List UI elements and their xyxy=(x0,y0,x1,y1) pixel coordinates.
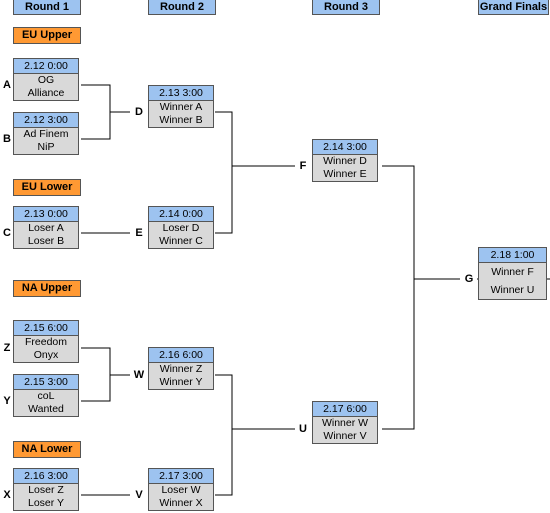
match-time: 2.13 3:00 xyxy=(149,86,213,101)
match-team-1: Winner W xyxy=(321,417,369,429)
match-team-2: Winner E xyxy=(323,168,367,180)
match-team-1: Freedom xyxy=(24,336,67,348)
node-z: Z xyxy=(3,342,11,354)
match-b: 2.12 3:00 Ad Finem NiP xyxy=(13,112,79,155)
match-v: 2.17 3:00 Loser W Winner X xyxy=(148,468,214,511)
match-team-2: Wanted xyxy=(28,403,64,415)
match-u: 2.17 6:00 Winner W Winner V xyxy=(312,401,378,444)
section-eu-upper: EU Upper xyxy=(13,27,81,44)
match-team-2: Winner U xyxy=(490,284,535,296)
match-d: 2.13 3:00 Winner A Winner B xyxy=(148,85,214,128)
match-e: 2.14 0:00 Loser D Winner C xyxy=(148,206,214,249)
node-y: Y xyxy=(3,395,11,407)
node-e: E xyxy=(135,227,143,239)
match-team-2: Winner B xyxy=(159,114,203,126)
match-time: 2.13 0:00 xyxy=(14,207,78,222)
match-team-1: OG xyxy=(37,74,55,86)
match-team-1: Loser D xyxy=(162,222,200,234)
section-na-lower: NA Lower xyxy=(13,441,81,458)
match-team-1: Winner Z xyxy=(159,363,203,375)
round-1-header: Round 1 xyxy=(13,0,81,15)
match-team-1: Ad Finem xyxy=(23,128,69,140)
section-eu-lower: EU Lower xyxy=(13,179,81,196)
node-f: F xyxy=(299,160,307,172)
match-a: 2.12 0:00 OG Alliance xyxy=(13,58,79,101)
node-c: C xyxy=(3,227,11,239)
connector-a-b-d xyxy=(81,84,130,140)
match-team-2: Winner V xyxy=(323,430,367,442)
grand-finals-header: Grand Finals xyxy=(478,0,549,15)
node-b: B xyxy=(3,133,11,145)
node-w: W xyxy=(133,369,145,381)
match-time: 2.14 0:00 xyxy=(149,207,213,222)
section-na-upper: NA Upper xyxy=(13,280,81,297)
match-x: 2.16 3:00 Loser Z Loser Y xyxy=(13,468,79,511)
round-2-header: Round 2 xyxy=(148,0,216,15)
match-team-1: Winner A xyxy=(159,101,203,113)
match-team-2: Loser B xyxy=(27,235,65,247)
match-team-1: Winner F xyxy=(491,266,534,278)
match-team-1: Winner D xyxy=(323,155,367,167)
match-z: 2.15 6:00 Freedom Onyx xyxy=(13,320,79,363)
round-3-header: Round 3 xyxy=(312,0,380,15)
node-u: U xyxy=(299,423,307,435)
connector-f-u-g xyxy=(382,165,478,430)
match-team-2: Alliance xyxy=(27,87,65,99)
match-time: 2.15 6:00 xyxy=(14,321,78,336)
match-team-2: Winner Y xyxy=(159,376,203,388)
match-time: 2.16 6:00 xyxy=(149,348,213,363)
match-g: 2.18 1:00 Winner F Winner U xyxy=(478,247,547,300)
node-a: A xyxy=(3,79,11,91)
match-team-1: coL xyxy=(37,390,55,402)
match-time: 2.17 6:00 xyxy=(313,402,377,417)
match-c: 2.13 0:00 Loser A Loser B xyxy=(13,206,79,249)
match-y: 2.15 3:00 coL Wanted xyxy=(13,374,79,417)
match-f: 2.14 3:00 Winner D Winner E xyxy=(312,139,378,182)
match-time: 2.18 1:00 xyxy=(479,248,546,263)
node-g: G xyxy=(464,273,474,285)
match-team-2: Onyx xyxy=(33,349,59,361)
match-time: 2.16 3:00 xyxy=(14,469,78,484)
match-team-2: Winner C xyxy=(159,235,203,247)
node-v: V xyxy=(135,489,143,501)
match-team-1: Loser Z xyxy=(28,484,64,496)
match-team-1: Loser A xyxy=(28,222,64,234)
node-x: X xyxy=(3,489,11,501)
match-team-2: NiP xyxy=(37,141,55,153)
match-w: 2.16 6:00 Winner Z Winner Y xyxy=(148,347,214,390)
match-team-1: Loser W xyxy=(161,484,201,496)
match-time: 2.14 3:00 xyxy=(313,140,377,155)
match-time: 2.15 3:00 xyxy=(14,375,78,390)
match-time: 2.17 3:00 xyxy=(149,469,213,484)
match-team-2: Winner X xyxy=(159,497,203,509)
match-team-2: Loser Y xyxy=(28,497,64,509)
node-d: D xyxy=(135,106,143,118)
match-time: 2.12 3:00 xyxy=(14,113,78,128)
match-time: 2.12 0:00 xyxy=(14,59,78,74)
